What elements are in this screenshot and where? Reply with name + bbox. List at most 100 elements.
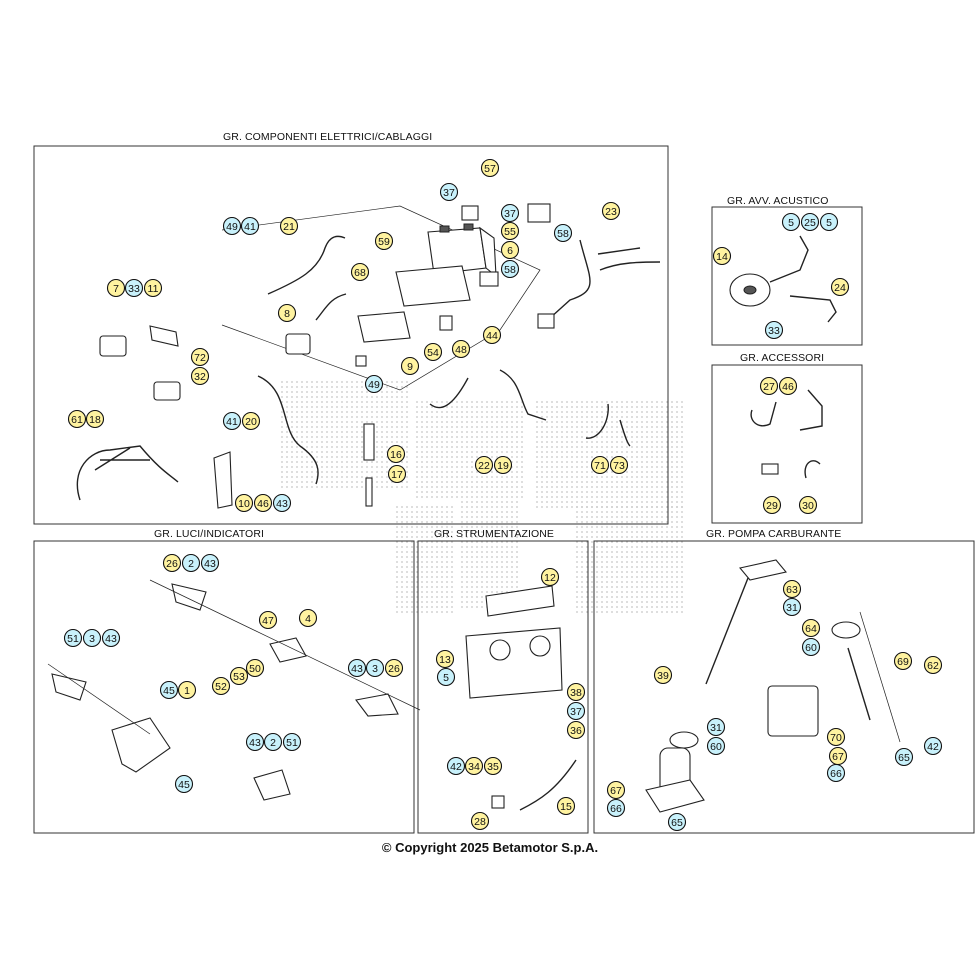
callout-10: 10 xyxy=(234,493,254,513)
callout-bubble xyxy=(764,320,784,340)
indicator-icon xyxy=(253,769,291,801)
callout-bubble xyxy=(894,747,914,767)
callout-number: 55 xyxy=(504,226,516,238)
callout-bubble xyxy=(263,732,283,752)
callout-bubble xyxy=(162,553,182,573)
relay-icon xyxy=(461,205,479,221)
callout-bubble xyxy=(667,812,687,832)
callout-bubble xyxy=(374,231,394,251)
callout-58: 58 xyxy=(500,259,520,279)
callout-23: 23 xyxy=(601,201,621,221)
callout-bubble xyxy=(706,736,726,756)
accessories-artwork xyxy=(750,389,823,479)
callout-number: 43 xyxy=(204,558,216,570)
strap-icon xyxy=(799,389,823,431)
callout-31: 31 xyxy=(706,717,726,737)
callout-bubble xyxy=(211,676,231,696)
indicator-icon xyxy=(51,673,87,701)
callout-number: 35 xyxy=(487,761,499,773)
callout-bubble xyxy=(124,278,144,298)
callout-bubble xyxy=(181,553,201,573)
callout-26: 26 xyxy=(162,553,182,573)
callout-bubble xyxy=(500,221,520,241)
callout-number: 57 xyxy=(484,163,496,175)
o-ring-icon xyxy=(831,621,861,639)
coil-connector-icon xyxy=(285,333,311,355)
callout-65: 65 xyxy=(894,747,914,767)
group-title-instruments: GR. STRUMENTAZIONE xyxy=(434,528,554,540)
group-title-accessories: GR. ACCESSORI xyxy=(740,352,824,364)
callout-number: 63 xyxy=(786,584,798,596)
callout-5: 5 xyxy=(781,212,801,232)
callout-bubble xyxy=(241,411,261,431)
callout-bubble xyxy=(480,158,500,178)
callout-number: 67 xyxy=(610,785,622,797)
fuel-pump-housing-icon xyxy=(767,685,819,737)
callout-bubble xyxy=(386,444,406,464)
callout-number: 53 xyxy=(233,671,245,683)
callout-number: 65 xyxy=(671,817,683,829)
callout-number: 42 xyxy=(450,761,462,773)
callout-bubble xyxy=(435,649,455,669)
callout-65: 65 xyxy=(667,812,687,832)
callout-bubble xyxy=(500,240,520,260)
callout-bubble xyxy=(85,409,105,429)
callout-66: 66 xyxy=(826,763,846,783)
callout-number: 46 xyxy=(782,381,794,393)
callout-46: 46 xyxy=(253,493,273,513)
callout-bubble xyxy=(200,553,220,573)
dashboard-bracket-icon xyxy=(465,627,563,699)
callout-bubble xyxy=(819,212,839,232)
callout-bubble xyxy=(143,278,163,298)
callout-bubble xyxy=(482,325,502,345)
callout-6: 6 xyxy=(500,240,520,260)
copyright-notice: © Copyright 2025 Betamotor S.p.A. xyxy=(381,840,599,855)
callout-68: 68 xyxy=(350,262,370,282)
callout-bubble xyxy=(106,278,126,298)
callout-bubble xyxy=(400,356,420,376)
callout-13: 13 xyxy=(435,649,455,669)
cable-icon xyxy=(315,293,347,321)
grommet-icon xyxy=(491,795,505,809)
callout-bubble xyxy=(826,763,846,783)
callout-number: 42 xyxy=(927,741,939,753)
callout-bubble xyxy=(801,637,821,657)
indicator-icon xyxy=(355,693,399,717)
callout-17: 17 xyxy=(387,464,407,484)
sensor-cable-icon xyxy=(429,369,547,421)
callout-bubble xyxy=(63,628,83,648)
callout-number: 64 xyxy=(805,623,817,635)
callout-number: 58 xyxy=(504,264,516,276)
callout-21: 21 xyxy=(279,216,299,236)
callout-42: 42 xyxy=(923,736,943,756)
callout-bubble xyxy=(653,665,673,685)
callout-64: 64 xyxy=(801,618,821,638)
callout-41: 41 xyxy=(240,216,260,236)
callout-bubble xyxy=(277,303,297,323)
connector-harness-icon xyxy=(76,445,179,501)
callout-bubble xyxy=(782,597,802,617)
callout-number: 24 xyxy=(834,282,846,294)
callout-49: 49 xyxy=(222,216,242,236)
callout-43: 43 xyxy=(347,658,367,678)
callout-bubble xyxy=(240,216,260,236)
callout-number: 43 xyxy=(276,498,288,510)
callout-51: 51 xyxy=(63,628,83,648)
callout-62: 62 xyxy=(923,655,943,675)
callout-67: 67 xyxy=(606,780,626,800)
electrical-artwork xyxy=(76,203,661,509)
callout-bubble xyxy=(826,727,846,747)
callout-bubble xyxy=(364,374,384,394)
callout-bubble xyxy=(190,366,210,386)
callout-63: 63 xyxy=(782,579,802,599)
callout-number: 46 xyxy=(257,498,269,510)
callout-number: 72 xyxy=(194,352,206,364)
callout-43: 43 xyxy=(245,732,265,752)
callout-bubble xyxy=(234,493,254,513)
callout-number: 21 xyxy=(283,221,295,233)
callout-24: 24 xyxy=(830,277,850,297)
callout-number: 66 xyxy=(610,803,622,815)
callout-bubble xyxy=(174,774,194,794)
callout-number: 69 xyxy=(897,656,909,668)
callout-number: 44 xyxy=(486,330,498,342)
